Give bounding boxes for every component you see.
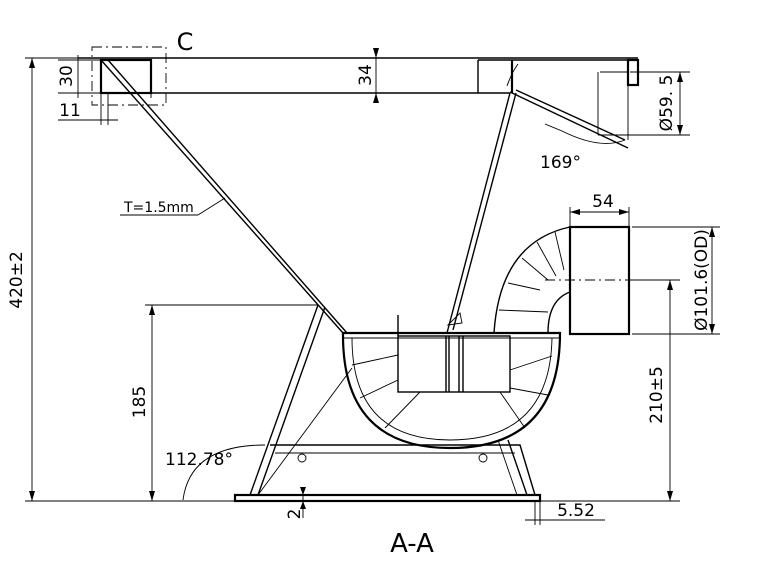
dim-outlet-height: 210±5 — [647, 366, 667, 424]
dim-outlet-length: 54 — [592, 192, 614, 212]
right-cap — [626, 58, 640, 87]
hopper-sides — [100, 59, 517, 334]
dim-top-angle: 169° — [540, 153, 581, 173]
bowl-outlet-box — [397, 335, 511, 393]
outlet-elbow — [493, 225, 680, 336]
legs-base — [233, 304, 542, 503]
thickness-note: T=1.5mm — [123, 200, 194, 216]
section-title: A-A — [390, 529, 434, 559]
bowl — [341, 315, 562, 450]
dim-small-width: 11 — [59, 101, 81, 121]
dim-leg-angle: 112.78° — [165, 450, 233, 470]
dim-small-height: 30 — [57, 65, 77, 87]
mount-hole-left — [297, 453, 307, 463]
dim-overall-height: 420±2 — [7, 251, 27, 309]
dim-base-offset: 5.52 — [557, 501, 595, 521]
dim-top-section: 34 — [356, 64, 376, 86]
dim-leg-height: 185 — [130, 386, 150, 418]
dimensions: 420±2 185 210±5 Ø101.6(OD) 54 Ø59. 5 — [7, 48, 720, 525]
top-beam — [78, 46, 640, 149]
dim-top-diameter: Ø59. 5 — [657, 75, 677, 132]
mount-hole-right — [478, 453, 488, 463]
dim-outlet-diameter: Ø101.6(OD) — [692, 229, 712, 331]
base-plate — [233, 493, 542, 503]
outlet-pipe — [568, 225, 631, 336]
detail-label: C — [177, 28, 194, 56]
detail-c-box — [91, 46, 167, 106]
dim-base-thickness: 2 — [285, 509, 305, 520]
